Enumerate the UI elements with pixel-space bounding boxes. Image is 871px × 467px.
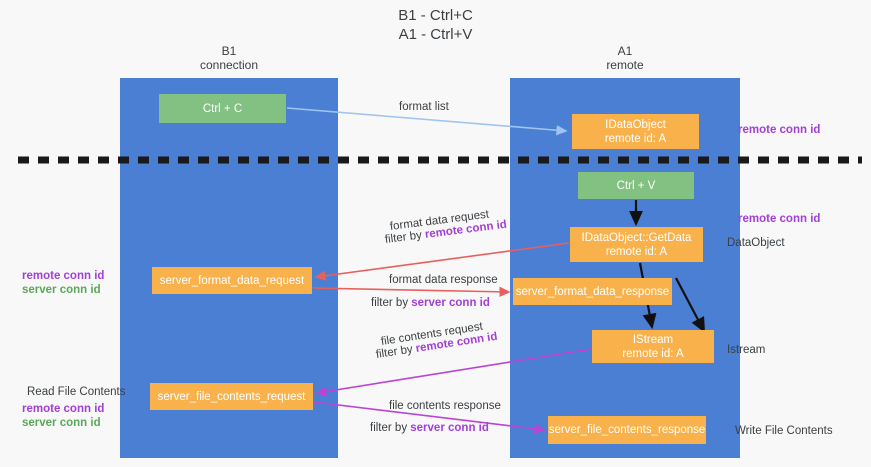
column-header-a1: A1 remote bbox=[510, 44, 740, 72]
annotation-text: Write File Contents bbox=[735, 425, 833, 437]
node-idataobject-getdata[interactable]: IDataObject::GetData remote id: A bbox=[570, 227, 703, 262]
annotation-read-file-contents: Read File Contents bbox=[27, 385, 125, 399]
annotation-write-file-contents: Write File Contents bbox=[735, 424, 833, 438]
page-title: B1 - Ctrl+C A1 - Ctrl+V bbox=[0, 6, 871, 44]
node-idataobject[interactable]: IDataObject remote id: A bbox=[572, 114, 699, 149]
edge-label-file-contents-response: file contents response bbox=[389, 400, 501, 412]
annotation-text: Istream bbox=[727, 344, 766, 356]
edge-label-format-data-response-filter: filter by server conn id bbox=[371, 297, 490, 309]
node-file-request-label: server_file_contents_request bbox=[157, 390, 306, 403]
node-server-file-contents-response[interactable]: server_file_contents_response bbox=[548, 416, 706, 444]
column-header-b1: B1 connection bbox=[120, 44, 338, 72]
edge-label-format-data-response: format data response bbox=[389, 274, 498, 286]
annotation-remote-conn-id-mid: remote conn id bbox=[738, 212, 820, 226]
column-header-b1-name: B1 bbox=[221, 44, 237, 58]
annotation-text: DataObject bbox=[727, 237, 785, 249]
filter-key-server-conn-id: server conn id bbox=[410, 422, 489, 434]
node-istream[interactable]: IStream remote id: A bbox=[592, 330, 714, 363]
title-line-1: B1 - Ctrl+C bbox=[398, 7, 473, 24]
annotation-remote-conn-id: remote conn id bbox=[22, 270, 105, 282]
node-ctrl-c[interactable]: Ctrl + C bbox=[159, 94, 286, 123]
edge-label-format-list: format list bbox=[399, 101, 449, 113]
node-idataobject-remote-id: remote id: A bbox=[604, 132, 667, 145]
annotation-server-conn-id: server conn id bbox=[22, 284, 101, 296]
title-line-2: A1 - Ctrl+V bbox=[398, 26, 473, 43]
filter-prefix: filter by bbox=[370, 422, 411, 434]
annotation-text: remote conn id bbox=[738, 213, 821, 225]
node-server-format-data-response[interactable]: server_format_data_response bbox=[513, 278, 672, 305]
column-header-a1-name: A1 bbox=[617, 44, 633, 58]
node-idataobject-label: IDataObject bbox=[605, 118, 666, 131]
annotation-remote-conn-id-top: remote conn id bbox=[738, 123, 820, 137]
annotation-left-conn-ids-top: remote conn id server conn id bbox=[22, 269, 104, 297]
node-format-response-label: server_format_data_response bbox=[515, 285, 670, 298]
node-format-request-label: server_format_data_request bbox=[159, 274, 305, 287]
node-getdata-remote-id: remote id: A bbox=[605, 245, 668, 258]
node-ctrl-c-label: Ctrl + C bbox=[202, 102, 243, 115]
edge-label-file-contents-response-filter: filter by server conn id bbox=[370, 422, 489, 434]
node-ctrl-v[interactable]: Ctrl + V bbox=[578, 172, 694, 199]
column-header-a1-role: remote bbox=[606, 58, 644, 72]
node-server-format-data-request[interactable]: server_format_data_request bbox=[152, 267, 312, 294]
annotation-remote-conn-id: remote conn id bbox=[22, 403, 105, 415]
filter-prefix: filter by bbox=[371, 297, 412, 309]
annotation-left-conn-ids-bottom: remote conn id server conn id bbox=[22, 402, 104, 430]
annotation-dataobject: DataObject bbox=[727, 236, 785, 250]
annotation-text: Read File Contents bbox=[27, 386, 126, 398]
node-istream-label: IStream bbox=[632, 333, 674, 346]
column-header-b1-role: connection bbox=[199, 58, 259, 72]
node-ctrl-v-label: Ctrl + V bbox=[616, 179, 656, 192]
node-server-file-contents-request[interactable]: server_file_contents_request bbox=[150, 383, 313, 410]
filter-key-server-conn-id: server conn id bbox=[411, 297, 490, 309]
annotation-server-conn-id: server conn id bbox=[22, 417, 101, 429]
node-getdata-label: IDataObject::GetData bbox=[581, 231, 692, 244]
node-file-response-label: server_file_contents_response bbox=[548, 424, 706, 436]
node-istream-remote-id: remote id: A bbox=[622, 347, 684, 360]
annotation-istream: Istream bbox=[727, 343, 765, 357]
annotation-text: remote conn id bbox=[738, 124, 821, 136]
